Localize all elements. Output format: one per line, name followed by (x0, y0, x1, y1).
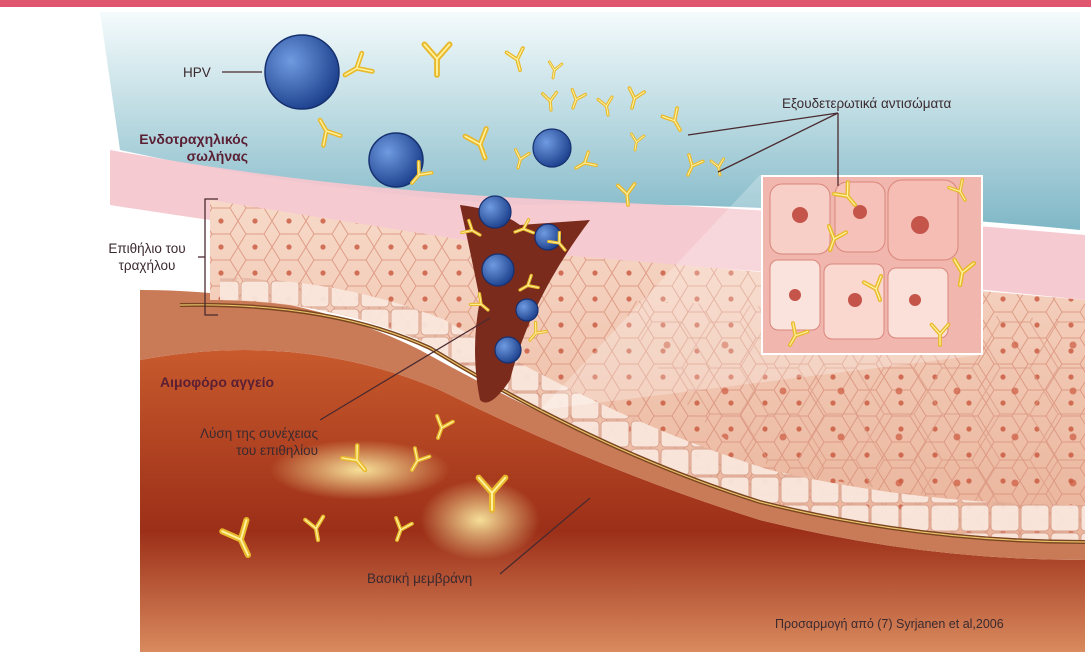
top-border (0, 0, 1091, 7)
cervical-epithelium-label-line2: τραχήλου (92, 257, 202, 274)
zoom-inset (762, 176, 982, 354)
epithelial-break-label-line1: Λύση της συνέχειας (140, 425, 318, 442)
basement-membrane-label: Βασική μεμβράνη (367, 570, 472, 587)
source-credit: Προσαρμογή από (7) Syrjanen et al,2006 (775, 616, 1004, 633)
blood-vessel-label: Αιμοφόρο αγγείο (160, 374, 274, 391)
endocervical-canal-label-line1: Ενδοτραχηλικός (100, 131, 248, 148)
cervical-epithelium-label-line1: Επιθήλιο του (92, 240, 202, 257)
hpv-label: HPV (183, 64, 211, 81)
neutralizing-antibodies-label: Εξουδετερωτικά αντισώματα (782, 95, 951, 112)
endocervical-canal-label-line2: σωλήνας (100, 148, 248, 165)
epithelial-break-label-line2: του επιθηλίου (140, 442, 318, 459)
